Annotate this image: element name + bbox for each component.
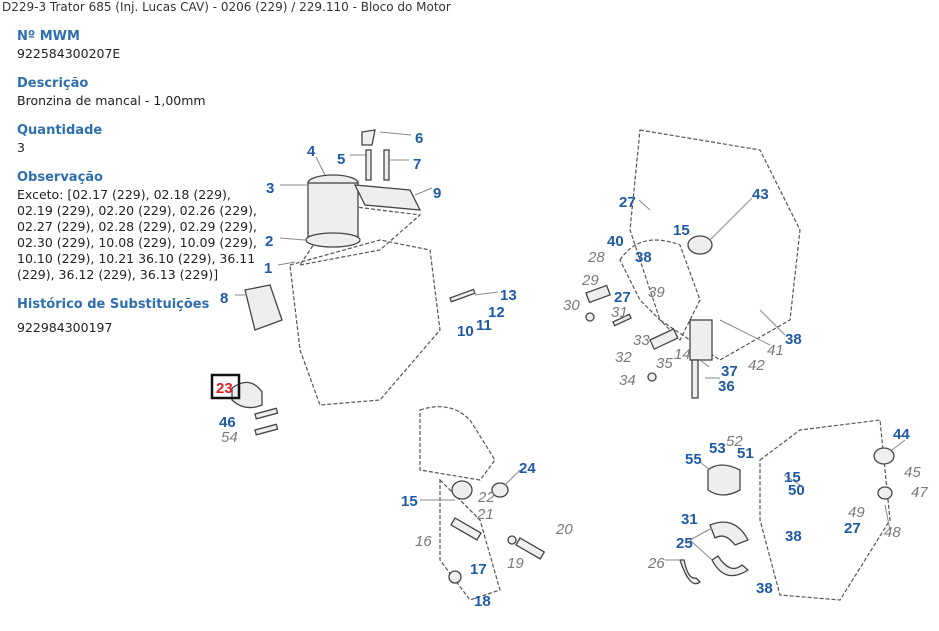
callout-8[interactable]: 8 <box>220 290 228 307</box>
bearing-cap-drawing <box>679 419 895 601</box>
callout-28[interactable]: 28 <box>587 249 605 266</box>
callout-38[interactable]: 38 <box>756 580 773 597</box>
flywheel-housing-drawing <box>585 129 801 399</box>
callout-15[interactable]: 15 <box>784 469 801 486</box>
callout-14[interactable]: 14 <box>674 346 691 363</box>
callout-38[interactable]: 38 <box>785 528 802 545</box>
callout-54[interactable]: 54 <box>221 429 238 446</box>
callout-27[interactable]: 27 <box>619 194 636 211</box>
callout-27[interactable]: 27 <box>614 289 631 306</box>
callout-48[interactable]: 48 <box>884 524 901 541</box>
callout-6[interactable]: 6 <box>415 130 423 147</box>
callout-15[interactable]: 15 <box>401 493 418 510</box>
quantity-value: 3 <box>17 140 25 155</box>
callout-23-selected[interactable]: 23 <box>216 380 233 397</box>
callout-53[interactable]: 53 <box>709 440 726 457</box>
callout-41[interactable]: 41 <box>767 342 784 359</box>
callout-21[interactable]: 21 <box>476 506 494 523</box>
callout-15[interactable]: 15 <box>673 222 690 239</box>
callout-37[interactable]: 37 <box>721 363 738 380</box>
leader-lines <box>235 131 906 561</box>
callout-25[interactable]: 25 <box>676 535 693 552</box>
callout-20[interactable]: 20 <box>555 521 573 538</box>
callout-49[interactable]: 49 <box>848 504 865 521</box>
callout-40[interactable]: 40 <box>607 233 624 250</box>
callout-38[interactable]: 38 <box>635 249 652 266</box>
callout-19[interactable]: 19 <box>507 555 524 572</box>
callout-27[interactable]: 27 <box>844 520 861 537</box>
callout-36[interactable]: 36 <box>718 378 735 395</box>
description-value: Bronzina de mancal - 1,00mm <box>17 93 206 108</box>
callout-35[interactable]: 35 <box>656 355 673 372</box>
callout-5[interactable]: 5 <box>337 151 345 168</box>
callout-50[interactable]: 50 <box>788 482 805 499</box>
callout-32[interactable]: 32 <box>615 349 632 366</box>
oil-pump-drawing <box>419 406 546 601</box>
callout-38[interactable]: 38 <box>785 331 802 348</box>
callout-13[interactable]: 13 <box>500 287 517 304</box>
callout-16[interactable]: 16 <box>415 533 432 550</box>
callout-7[interactable]: 7 <box>413 156 421 173</box>
observation-label: Observação <box>17 170 103 185</box>
callout-33[interactable]: 33 <box>633 332 650 349</box>
callout-11[interactable]: 11 <box>476 317 492 334</box>
callout-44[interactable]: 44 <box>893 426 910 443</box>
callout-52[interactable]: 52 <box>726 433 743 450</box>
callout-45[interactable]: 45 <box>904 464 921 481</box>
callouts: 4 5 6 7 3 9 2 1 8 13 12 11 10 23 46 54 2… <box>210 130 928 610</box>
observation-value: Exceto: [02.17 (229), 02.18 (229), 02.19… <box>17 187 257 282</box>
engine-block-drawing <box>231 129 476 436</box>
callout-4[interactable]: 4 <box>307 143 316 160</box>
callout-39[interactable]: 39 <box>648 284 665 301</box>
callout-22[interactable]: 22 <box>477 489 495 506</box>
mwm-label: Nº MWM <box>17 29 80 44</box>
callout-18[interactable]: 18 <box>474 593 491 610</box>
callout-55[interactable]: 55 <box>685 451 702 468</box>
callout-24[interactable]: 24 <box>519 460 536 477</box>
callout-10[interactable]: 10 <box>457 323 474 340</box>
quantity-label: Quantidade <box>17 123 103 138</box>
callout-31[interactable]: 31 <box>611 304 628 321</box>
callout-30[interactable]: 30 <box>563 297 580 314</box>
callout-9[interactable]: 9 <box>433 185 441 202</box>
callout-26[interactable]: 26 <box>647 555 665 572</box>
mwm-value: 922584300207E <box>17 46 121 61</box>
callout-17[interactable]: 17 <box>470 561 487 578</box>
callout-3[interactable]: 3 <box>266 180 274 197</box>
history-value[interactable]: 922984300197 <box>17 320 113 335</box>
callout-34[interactable]: 34 <box>619 372 636 389</box>
callout-31[interactable]: 31 <box>681 511 698 528</box>
breadcrumb: D229-3 Trator 685 (Inj. Lucas CAV) - 020… <box>2 0 451 14</box>
callout-1[interactable]: 1 <box>264 260 272 277</box>
callout-47[interactable]: 47 <box>911 484 928 501</box>
description-label: Descrição <box>17 76 89 91</box>
history-label: Histórico de Substituições <box>17 297 210 312</box>
callout-12[interactable]: 12 <box>488 304 505 321</box>
selected-callout-box <box>210 373 241 400</box>
callout-46[interactable]: 46 <box>219 414 236 431</box>
part-details-panel: Nº MWM 922584300207E Descrição Bronzina … <box>17 28 262 349</box>
callout-43[interactable]: 43 <box>752 186 769 203</box>
callout-2[interactable]: 2 <box>265 233 273 250</box>
callout-42[interactable]: 42 <box>748 357 765 374</box>
callout-51[interactable]: 51 <box>737 445 754 462</box>
callout-29[interactable]: 29 <box>581 272 599 289</box>
